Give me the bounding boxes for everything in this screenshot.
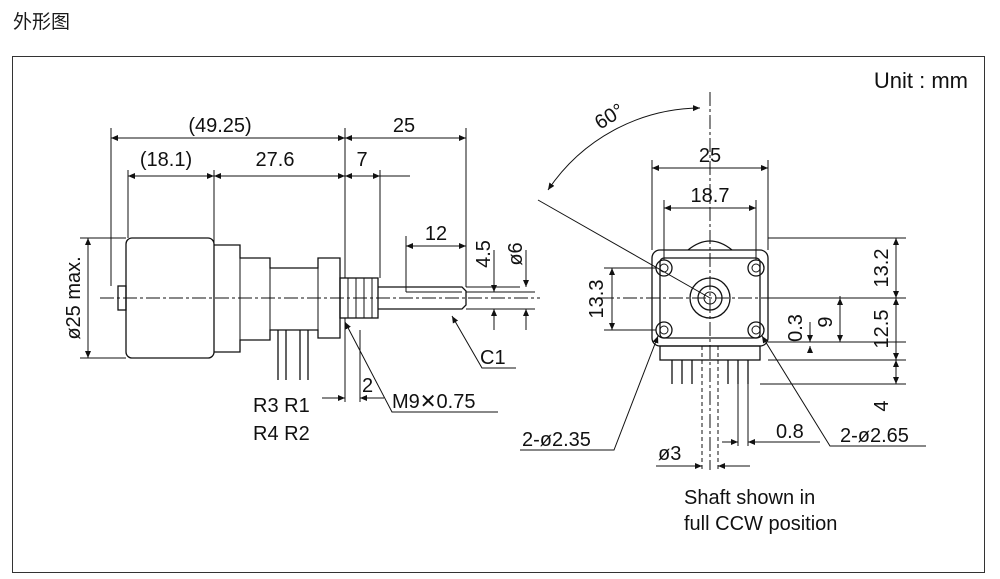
note-line2: full CCW position — [684, 513, 837, 535]
dim-bushing: 27.6 — [256, 149, 295, 171]
note-line1: Shaft shown in — [684, 487, 815, 509]
dim-front-width: 25 — [699, 145, 721, 167]
dim-shaft-total: 25 — [393, 115, 415, 137]
dim-overall: (49.25) — [188, 115, 251, 137]
holes-right-label: 2-ø2.65 — [840, 425, 909, 447]
dim-body-dia: ø25 max. — [63, 256, 85, 339]
dim-12-5: 12.5 — [871, 310, 893, 349]
unit-label: Unit : mm — [874, 68, 968, 93]
drawing-frame — [12, 56, 985, 573]
pot-body — [125, 237, 215, 359]
dim-0-8: 0.8 — [776, 421, 804, 443]
dim-9: 9 — [815, 316, 837, 327]
dim-flat: 4.5 — [473, 240, 495, 268]
dim-body: (18.1) — [140, 149, 192, 171]
dim-hole-pitch: 18.7 — [691, 185, 730, 207]
page-title: 外形图 — [13, 11, 71, 33]
thread-spec: M9✕0.75 — [392, 391, 475, 413]
side-view: (49.25) 25 (18.1) 27.6 7 12 4.5 ø6 ø25 m… — [63, 115, 540, 445]
shaft — [378, 286, 467, 310]
dim-shaft-dia: ø6 — [505, 242, 527, 265]
dim-4: 4 — [871, 400, 893, 411]
dim-thread: 7 — [356, 149, 367, 171]
dim-height-left: 13.3 — [586, 280, 608, 319]
holes-left-label: 2-ø2.35 — [522, 429, 591, 451]
chamfer-label: C1 — [480, 347, 506, 369]
angle-label: 60° — [591, 100, 628, 135]
front-view: 60° 25 18.7 — [520, 92, 926, 535]
dim-flat-len: 12 — [425, 223, 447, 245]
dim-pin-dia: ø3 — [658, 443, 681, 465]
dim-2: 2 — [362, 375, 373, 397]
dim-13-2: 13.2 — [871, 249, 893, 288]
bushing — [339, 277, 379, 319]
dim-0-3: 0.3 — [785, 314, 807, 342]
terminal-label-row1: R3 R1 — [253, 395, 310, 417]
terminal-label-row2: R4 R2 — [253, 423, 310, 445]
